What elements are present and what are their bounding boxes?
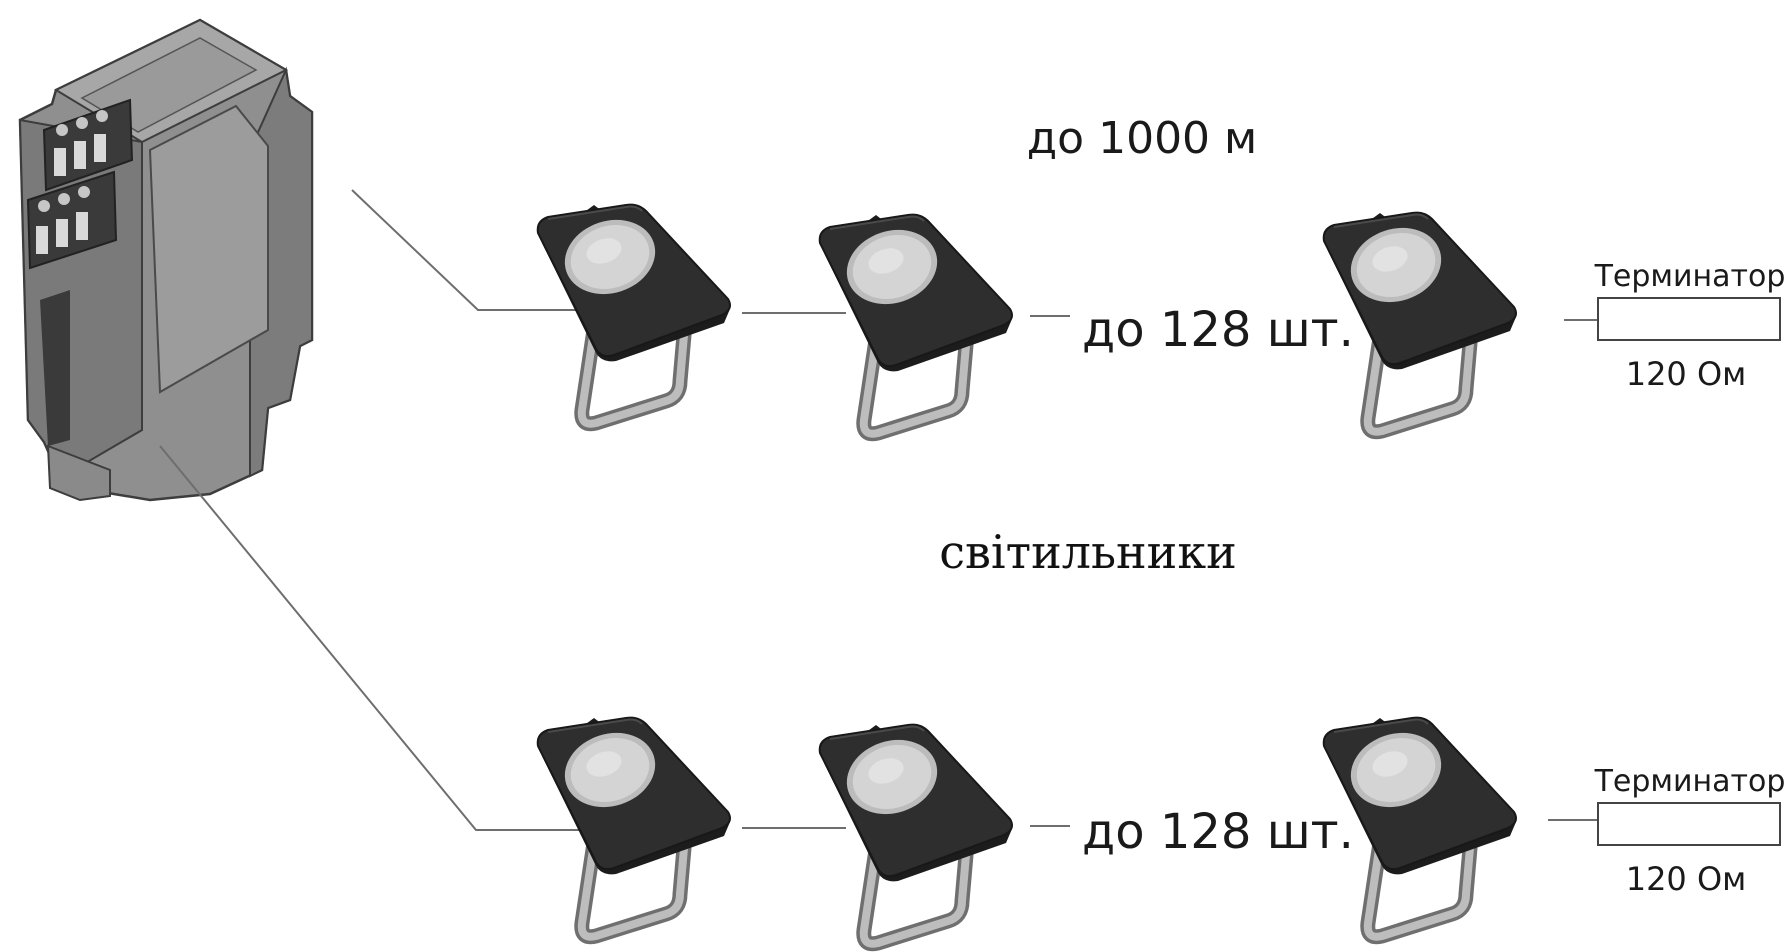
wire-controller-to-top-chain (351, 189, 592, 311)
terminator-top-title: Терминатор (1594, 259, 1786, 294)
fixture-bottom-1 (538, 718, 730, 937)
controller-terminal-block-lower (26, 170, 118, 270)
fixture-top-2 (820, 215, 1012, 434)
fixture-top-1 (538, 205, 730, 424)
top-chain-count-label: до 128 шт. (1082, 302, 1354, 358)
terminator-bottom-value: 120 Ом (1626, 860, 1747, 898)
terminator-top-value: 120 Ом (1626, 355, 1747, 393)
wires (159, 189, 1598, 831)
terminator-bottom-title: Терминатор (1594, 764, 1786, 799)
terminator-top-resistor (1597, 297, 1781, 341)
group-label: світильники (939, 525, 1236, 579)
terminator-bottom-resistor (1597, 802, 1781, 846)
dmx-controller (18, 18, 314, 502)
distance-label: до 1000 м (1027, 113, 1257, 164)
fixture-bottom-2 (820, 725, 1012, 944)
controller-terminal-block-upper (42, 98, 134, 192)
wire-controller-to-bottom-chain (159, 445, 592, 831)
bottom-chain-count-label: до 128 шт. (1082, 804, 1354, 860)
